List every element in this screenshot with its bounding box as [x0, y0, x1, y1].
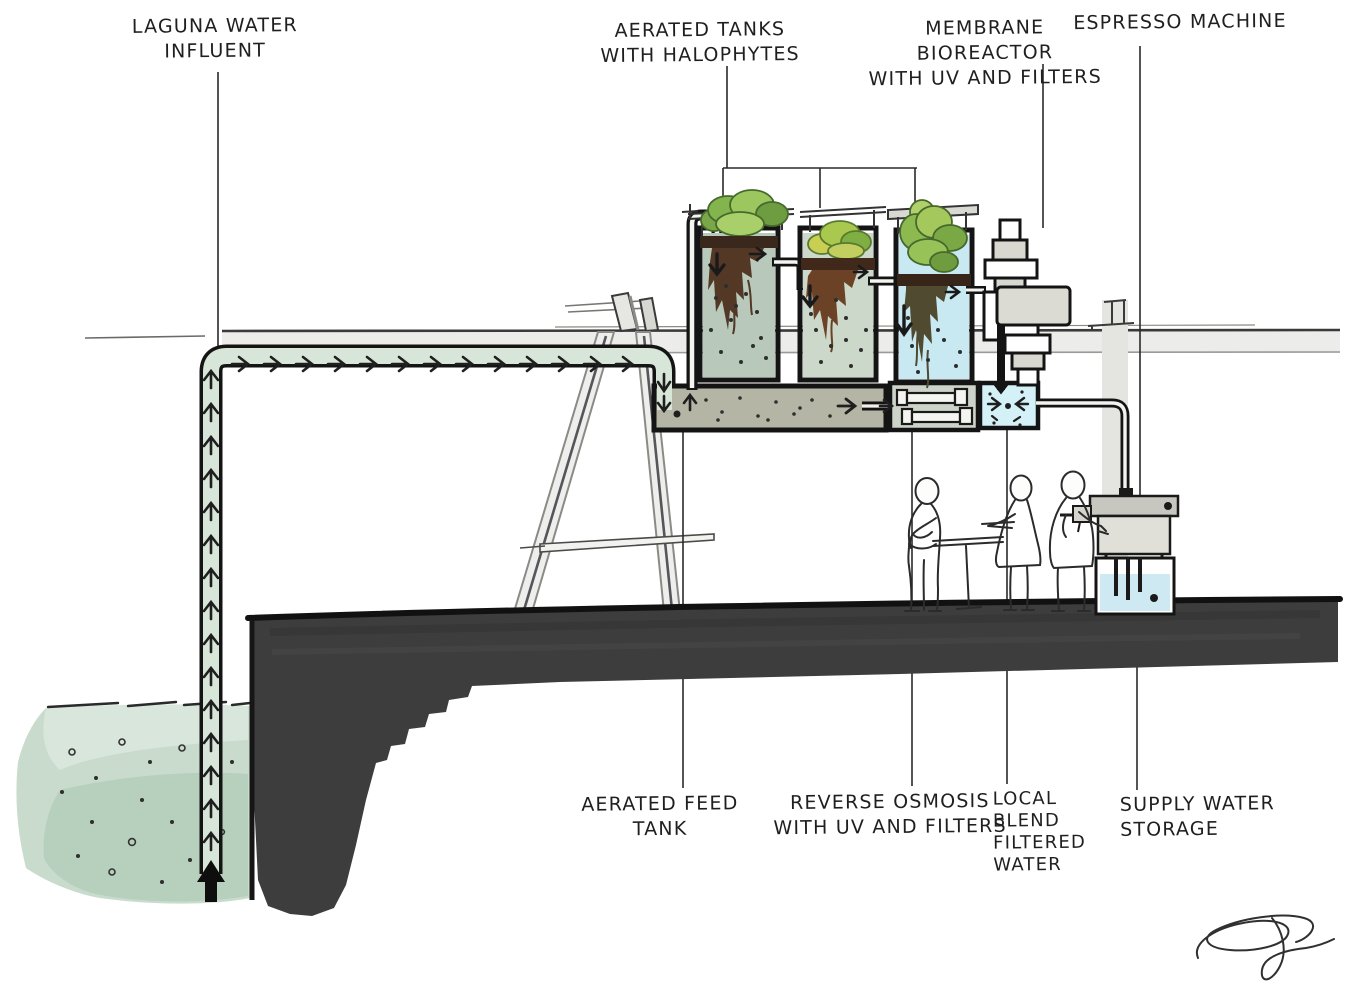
halophyte-plant-2 [807, 220, 872, 260]
pipe-blend-to-espresso [1036, 398, 1130, 497]
leader-aerated-tanks [722, 66, 917, 212]
label-line: ESPRESSO MACHINE [1073, 9, 1287, 35]
label-supply-water-storage: SUPPLY WATER STORAGE [1120, 791, 1291, 843]
local-blend-tank [977, 380, 1041, 431]
machine-knob [1164, 502, 1172, 510]
pipe-right-arrows [230, 355, 635, 373]
halophyte-tank-3 [887, 199, 979, 389]
signature-scribble [1195, 914, 1335, 981]
label-line: WITH UV AND FILTERS [773, 814, 1007, 840]
label-laguna-water-influent: LAGUNA WATER INFLUENT [105, 13, 326, 65]
label-reverse-osmosis: REVERSE OSMOSIS WITH UV AND FILTERS [770, 789, 1011, 842]
label-line: TANK [632, 817, 688, 841]
halophyte-tank-2 [797, 206, 887, 383]
person-2 [981, 474, 1042, 611]
influent-pipe [197, 344, 676, 902]
leader-lines [217, 46, 1141, 790]
plant-tray-3 [897, 274, 971, 286]
reverse-osmosis-unit [878, 380, 981, 433]
label-line: INFLUENT [164, 39, 267, 63]
label-line: AERATED FEED [581, 792, 739, 816]
espresso-machine [1060, 488, 1180, 562]
roots-2 [806, 270, 858, 340]
person-1 [904, 477, 942, 612]
label-line: STORAGE [1120, 817, 1220, 841]
pipe-up-arrows [202, 368, 220, 852]
supply-water-storage-tank [1094, 556, 1176, 616]
person-3 [1048, 470, 1109, 612]
label-aerated-tanks: AERATED TANKS WITH HALOPHYTES [590, 17, 811, 69]
label-line: REVERSE OSMOSIS [789, 789, 990, 815]
label-line: SUPPLY WATER [1119, 792, 1276, 816]
ground [245, 596, 1343, 916]
laguna-water [16, 700, 252, 904]
halophyte-tank-1 [681, 189, 795, 390]
aerated-feed-tank [651, 372, 889, 433]
label-line: AERATED TANKS [614, 18, 786, 42]
plant-tray-1 [700, 236, 778, 248]
counter-bracket-sketch [1087, 299, 1135, 331]
label-local-blend: LOCAL BLEND FILTERED WATER [993, 787, 1124, 876]
side-table [932, 536, 1004, 610]
label-line: WATER [993, 853, 1063, 876]
label-line: WITH HALOPHYTES [600, 42, 800, 68]
label-line: LOCAL BLEND [992, 788, 1061, 832]
membrane-bioreactor [966, 218, 1072, 395]
label-line: LAGUNA WATER [131, 14, 299, 38]
label-line: WITH UV AND FILTERS [868, 65, 1103, 91]
roots-3 [904, 286, 948, 362]
label-line: FILTERED [993, 831, 1087, 854]
halophyte-plant-1 [700, 189, 789, 237]
people [904, 470, 1109, 612]
halophyte-plant-3 [899, 199, 968, 273]
label-espresso-machine: ESPRESSO MACHINE [1060, 9, 1300, 37]
intake-arrow [197, 860, 225, 902]
plant-tray-2 [801, 258, 875, 270]
label-aerated-feed-tank: AERATED FEED TANK [550, 791, 771, 843]
grow-light-table-2 [799, 206, 887, 232]
